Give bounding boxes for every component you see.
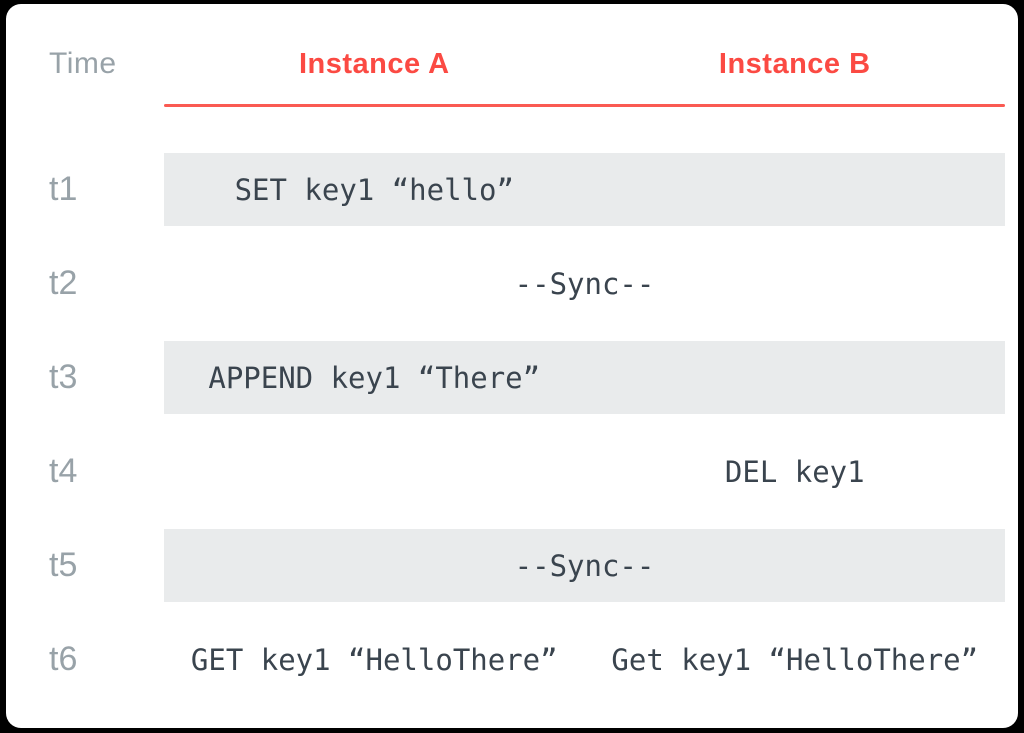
command-text-a: APPEND key1 “There” <box>208 360 541 395</box>
time-column-header: Time <box>49 47 117 80</box>
time-label-t6: t6 <box>49 640 78 678</box>
instance-b-cell <box>585 341 1006 414</box>
table-row-t4: t4 DEL key1 <box>6 435 1018 508</box>
table-row-t6: t6 GET key1 “HelloThere” Get key1 “Hello… <box>6 623 1018 696</box>
table-row-t2: t2 --Sync-- <box>6 247 1018 320</box>
column-header-instance-a: Instance A <box>298 47 450 80</box>
instance-b-cell <box>585 247 1006 320</box>
time-label-t3: t3 <box>49 358 78 396</box>
header-band: Instance A Instance B <box>164 40 1005 88</box>
instance-b-header-cell: Instance B <box>585 40 1006 88</box>
row-band-t6: GET key1 “HelloThere” Get key1 “HelloThe… <box>164 623 1005 696</box>
command-text-b: Get key1 “HelloThere” <box>611 642 979 677</box>
column-header-instance-b: Instance B <box>718 47 871 80</box>
time-label-t1: t1 <box>49 170 78 208</box>
instance-a-cell: GET key1 “HelloThere” <box>164 623 585 696</box>
instance-b-cell <box>585 153 1006 226</box>
command-text-a: SET key1 “hello” <box>234 172 514 207</box>
figure-card: Time Instance A Instance B t1 SET key1 “… <box>6 4 1018 728</box>
instance-b-cell: DEL key1 <box>585 435 1006 508</box>
table-row-t5: t5 --Sync-- <box>6 529 1018 602</box>
instance-b-cell: Get key1 “HelloThere” <box>585 623 1006 696</box>
header-underline <box>164 104 1005 107</box>
instance-a-cell <box>164 435 585 508</box>
time-label-t5: t5 <box>49 546 78 584</box>
table-row-t3: t3 APPEND key1 “There” <box>6 341 1018 414</box>
row-band-t2: --Sync-- <box>164 247 1005 320</box>
command-text-a: GET key1 “HelloThere” <box>190 642 558 677</box>
row-band-t1: SET key1 “hello” <box>164 153 1005 226</box>
command-text-b: DEL key1 <box>724 454 865 489</box>
row-band-t4: DEL key1 <box>164 435 1005 508</box>
time-label-t2: t2 <box>49 264 78 302</box>
row-band-t5: --Sync-- <box>164 529 1005 602</box>
instance-b-cell <box>585 529 1006 602</box>
instance-a-header-cell: Instance A <box>164 40 585 88</box>
table-row-t1: t1 SET key1 “hello” <box>6 153 1018 226</box>
instance-a-cell <box>164 247 585 320</box>
table-header: Time Instance A Instance B <box>6 40 1018 88</box>
instance-a-cell: APPEND key1 “There” <box>164 341 585 414</box>
time-label-t4: t4 <box>49 452 78 490</box>
instance-a-cell <box>164 529 585 602</box>
instance-a-cell: SET key1 “hello” <box>164 153 585 226</box>
row-band-t3: APPEND key1 “There” <box>164 341 1005 414</box>
